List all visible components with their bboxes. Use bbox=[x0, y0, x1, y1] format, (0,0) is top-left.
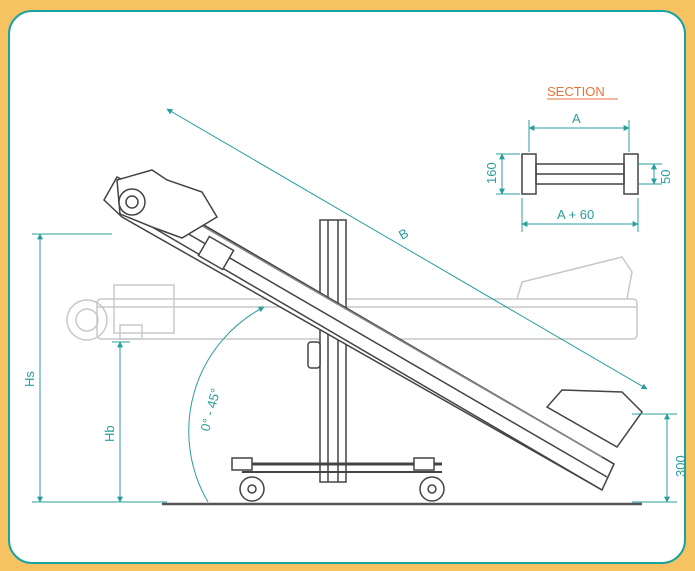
section-height-label: 160 bbox=[484, 162, 499, 184]
section-drawing bbox=[521, 153, 639, 195]
conveyor-drawing: SECTION A A + 60 160 50 bbox=[22, 84, 686, 506]
section-width-label: A bbox=[572, 111, 581, 126]
diagram-card: SECTION A A + 60 160 50 bbox=[8, 10, 686, 564]
tail-height-label: 300 bbox=[673, 455, 686, 477]
angle-label: 0° - 45° bbox=[197, 387, 223, 433]
section-outer-width-label: A + 60 bbox=[557, 207, 594, 222]
hs-label: Hs bbox=[22, 371, 37, 387]
section-side-label: 50 bbox=[658, 170, 673, 184]
main-dimensions bbox=[32, 108, 677, 503]
length-label: B bbox=[396, 225, 411, 242]
hb-label: Hb bbox=[102, 425, 117, 442]
section-title: SECTION bbox=[547, 84, 605, 99]
